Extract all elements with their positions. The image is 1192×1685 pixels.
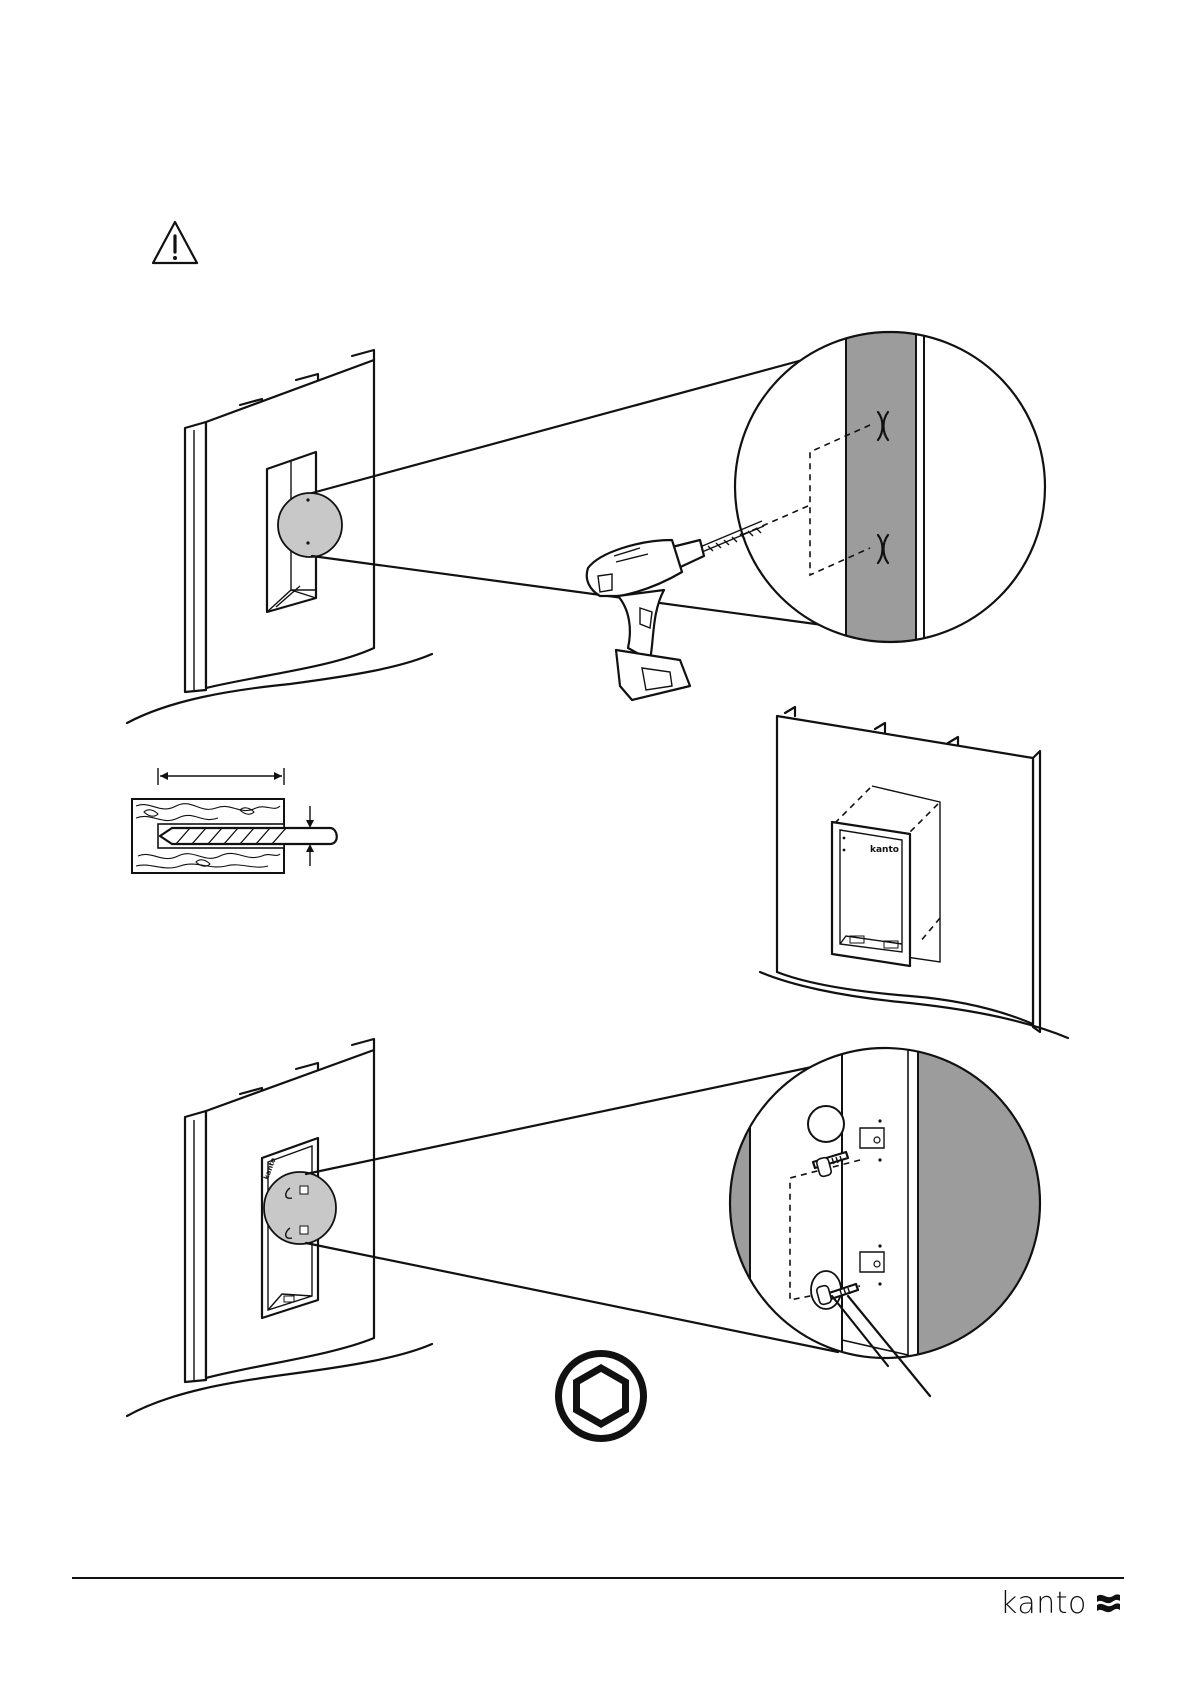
hex-socket-icon xyxy=(555,1350,647,1442)
power-drill xyxy=(587,521,764,700)
brand-logo: kanto xyxy=(1000,1583,1123,1623)
insert-wall-box: kanto xyxy=(760,707,1068,1038)
box-brand-label: kanto xyxy=(870,845,899,855)
wall-box: kanto xyxy=(832,822,910,966)
kanto-swirl-logo-icon xyxy=(1093,1591,1123,1615)
zoom-source-circle xyxy=(278,493,342,557)
warning-icon xyxy=(153,222,197,263)
zoom-detail-circle xyxy=(735,330,1045,650)
drill-stud-pilot-holes xyxy=(127,330,1045,723)
footer-divider xyxy=(72,1577,1124,1579)
drill-bit-depth-detail xyxy=(132,768,337,873)
brand-name: kanto xyxy=(1000,1586,1087,1621)
